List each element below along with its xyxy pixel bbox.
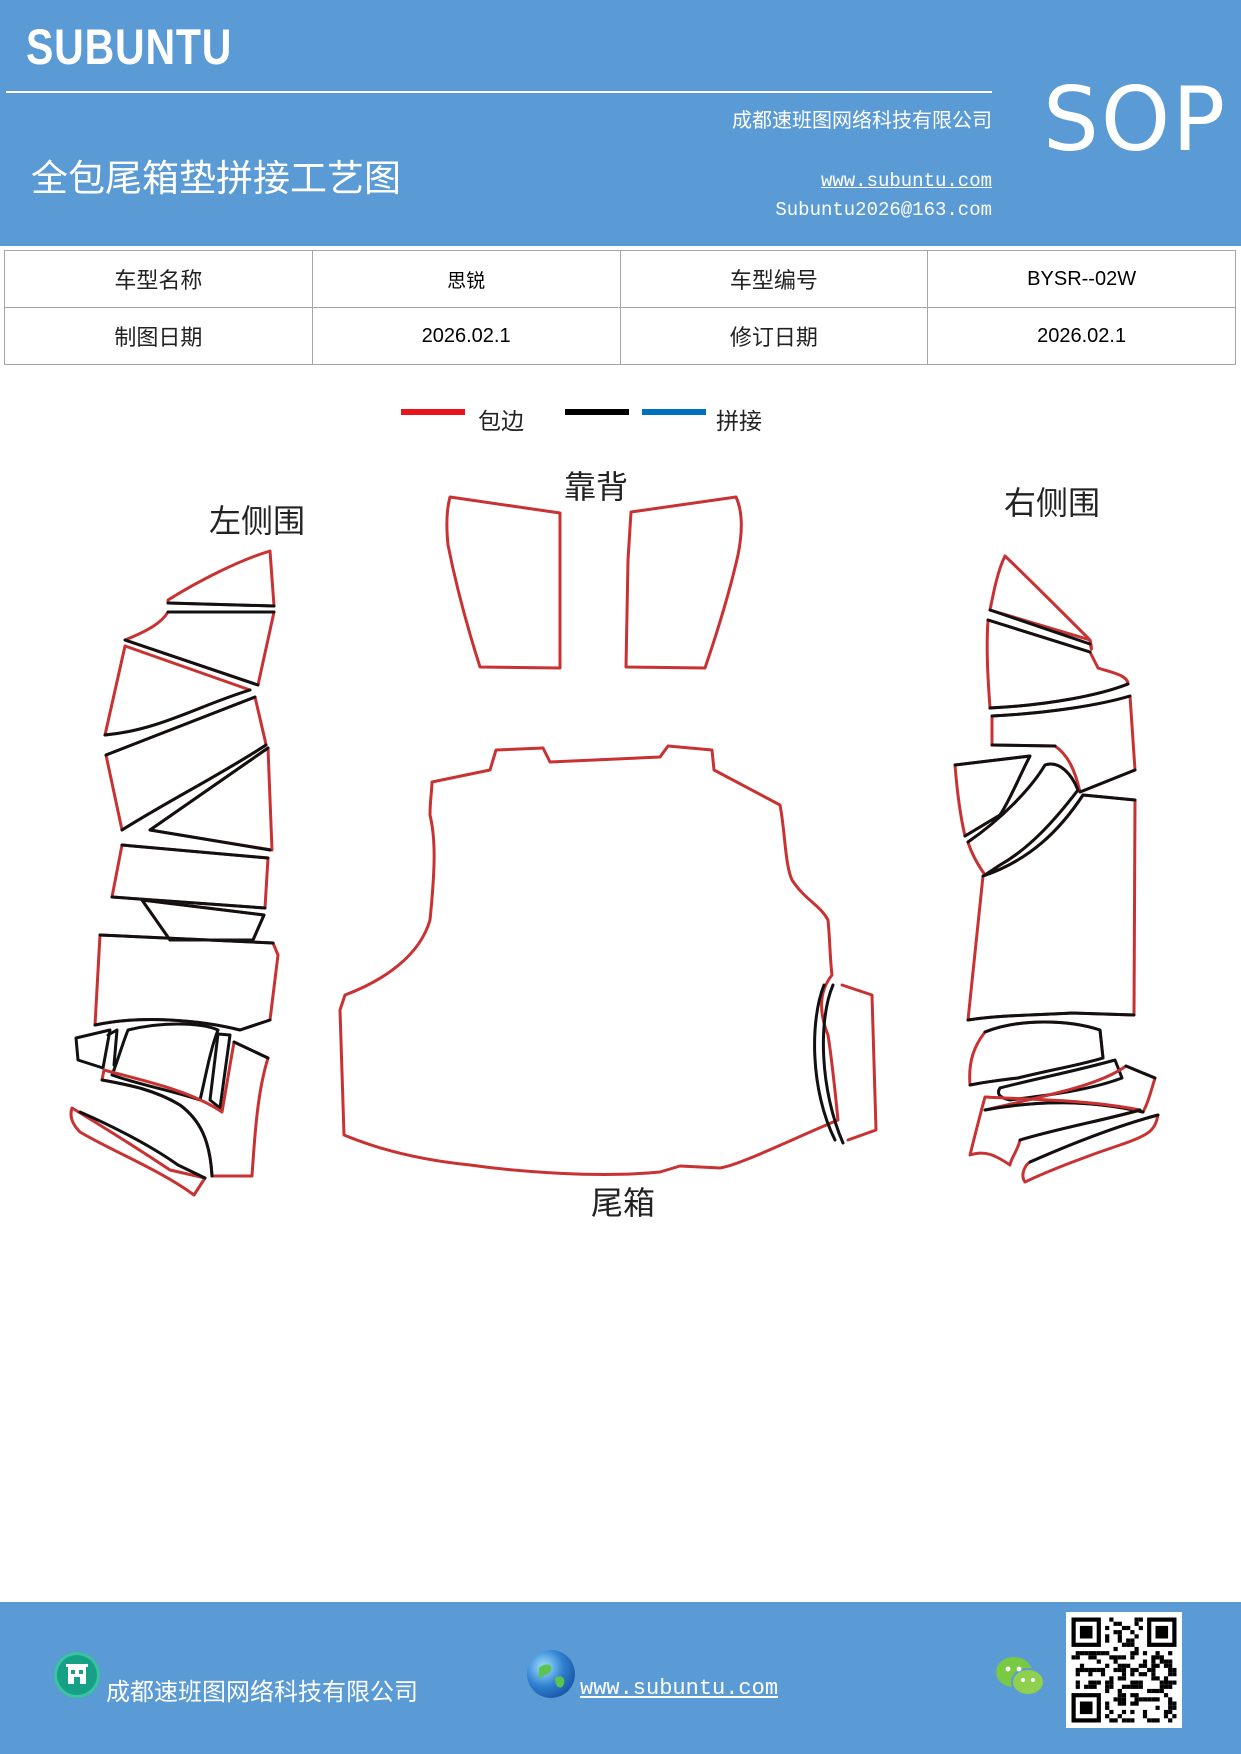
- label-car-code: 车型编号: [619, 250, 929, 308]
- legend-swatch-edge: [401, 409, 465, 415]
- qr-code[interactable]: [1066, 1612, 1182, 1728]
- right-piece-6-seam: [966, 793, 1137, 1022]
- value-car-name: 思锐: [311, 250, 621, 308]
- backrest-panels: [445, 495, 743, 670]
- trunk-side-strip: [840, 983, 878, 1142]
- left-piece-5-seam: [148, 746, 272, 852]
- left-piece-12-seam: [100, 1040, 270, 1178]
- footer-website-link[interactable]: www.subuntu.com: [580, 1676, 779, 1701]
- right-piece-5-seam: [966, 762, 1080, 877]
- page-title: 全包尾箱垫拼接工艺图: [31, 157, 401, 200]
- left-piece-3-seam: [103, 688, 252, 737]
- header-website-link[interactable]: www.subuntu.com: [820, 170, 992, 192]
- label-trunk: 尾箱: [591, 1184, 655, 1222]
- left-piece-8: [93, 933, 280, 1032]
- left-piece-7-seam: [140, 898, 266, 942]
- backrest-left: [445, 495, 562, 670]
- left-piece-6-seam: [110, 843, 270, 910]
- left-piece-4-seam: [104, 695, 268, 832]
- right-piece-4-seam: [953, 754, 1032, 838]
- info-table: 车型名称 思锐 车型编号 BYSR--02W 制图日期 2026.02.1 修订…: [4, 250, 1236, 365]
- right-piece-3-seam: [990, 694, 1137, 794]
- label-right-side: 右侧围: [1004, 484, 1100, 522]
- globe-icon: [527, 1650, 575, 1698]
- left-piece-1: [166, 549, 276, 608]
- footer-company: 成都速班图网络科技有限公司: [106, 1678, 418, 1706]
- header-banner: SUBUNTU 成都速班图网络科技有限公司 全包尾箱垫拼接工艺图 SOP www…: [0, 0, 1241, 246]
- trunk-mat-diagram: 左侧围 靠背 右侧围 尾箱: [69, 468, 1160, 1222]
- label-draw-date: 制图日期: [4, 307, 313, 365]
- left-piece-5: [148, 746, 274, 852]
- right-piece-2-seam: [986, 618, 1130, 710]
- value-revise-date: 2026.02.1: [927, 307, 1236, 365]
- legend-label-edge: 包边: [478, 409, 524, 435]
- left-piece-9-seam: [106, 1028, 119, 1067]
- trunk-seam-outer: [821, 983, 845, 1145]
- left-piece-3: [103, 644, 252, 737]
- label-backrest: 靠背: [564, 468, 628, 506]
- legend: 包边 拼接: [0, 400, 1241, 440]
- left-piece-10: [110, 1022, 220, 1102]
- label-car-name: 车型名称: [4, 250, 313, 308]
- left-side-panel: [69, 549, 280, 1197]
- table-row: 车型名称 思锐 车型编号 BYSR--02W: [4, 250, 1236, 308]
- left-piece-13-seam: [78, 1110, 207, 1180]
- trunk-main-piece: [338, 744, 878, 1176]
- footer-banner: 成都速班图网络科技有限公司 www.subuntu.com: [0, 1602, 1241, 1754]
- sop-mark: SOP: [1043, 68, 1228, 171]
- left-piece-8-seam: [93, 933, 275, 1032]
- left-piece-13: [69, 1106, 207, 1197]
- right-piece-11: [1021, 1113, 1160, 1184]
- left-piece-9: [74, 1028, 112, 1070]
- header-company: 成都速班图网络科技有限公司: [732, 108, 992, 132]
- left-piece-4: [104, 695, 268, 832]
- right-piece-6: [966, 793, 1137, 1022]
- value-car-code: BYSR--02W: [927, 250, 1236, 308]
- label-left-side: 左侧围: [209, 502, 305, 540]
- right-piece-11-seam: [1028, 1113, 1160, 1164]
- header-divider: [6, 91, 992, 93]
- left-piece-1-seam: [166, 601, 276, 608]
- right-piece-8: [996, 1058, 1124, 1102]
- value-draw-date: 2026.02.1: [311, 307, 621, 365]
- table-row: 制图日期 2026.02.1 修订日期 2026.02.1: [4, 307, 1236, 365]
- legend-swatch-black: [565, 409, 629, 415]
- right-piece-7-seam: [968, 1020, 1105, 1087]
- trunk-seam-inner: [813, 983, 837, 1142]
- legend-label-seam: 拼接: [716, 409, 762, 435]
- brand-logo: SUBUNTU: [26, 19, 233, 75]
- right-piece-1: [988, 554, 1093, 651]
- legend-swatch-seam: [642, 409, 706, 415]
- backrest-right: [624, 495, 743, 670]
- header-email: Subuntu2026@163.com: [775, 199, 992, 221]
- left-piece-2-seam: [123, 610, 276, 687]
- trunk-outline: [338, 744, 840, 1176]
- right-side-panel: [953, 554, 1160, 1184]
- right-piece-10-seam: [1018, 1108, 1142, 1142]
- right-piece-1-seam: [988, 608, 1092, 646]
- wechat-icon: [994, 1654, 1046, 1700]
- label-revise-date: 修订日期: [619, 307, 929, 365]
- building-icon: [54, 1652, 100, 1698]
- left-piece-11: [208, 1032, 232, 1110]
